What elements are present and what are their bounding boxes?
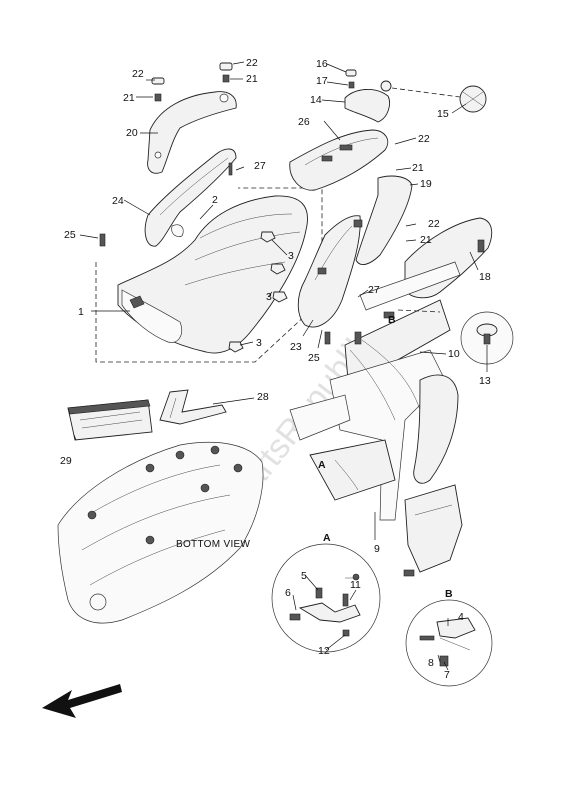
hardware-top-left bbox=[99, 62, 233, 247]
callout-8: 8 bbox=[428, 657, 434, 669]
callout-12: 12 bbox=[318, 645, 330, 657]
cap-part bbox=[380, 80, 487, 113]
carrier-part bbox=[289, 129, 389, 191]
callout-21-c: 21 bbox=[412, 162, 424, 174]
detail-b-label: B bbox=[445, 588, 453, 600]
callout-22-a: 22 bbox=[132, 68, 144, 80]
callout-17: 17 bbox=[316, 75, 328, 87]
seat-clips bbox=[228, 231, 288, 353]
callout-22-d: 22 bbox=[428, 218, 440, 230]
callout-21-d: 21 bbox=[420, 234, 432, 246]
front-direction-arrow-icon bbox=[42, 684, 122, 718]
callout-19: 19 bbox=[420, 178, 432, 190]
callout-28: 28 bbox=[257, 391, 269, 403]
callout-6: 6 bbox=[285, 587, 291, 599]
leader-lines bbox=[73, 61, 488, 671]
callout-26: 26 bbox=[298, 116, 310, 128]
grab-bar-lower-part bbox=[144, 148, 237, 247]
callout-9: 9 bbox=[374, 543, 380, 555]
callout-3-b: 3 bbox=[266, 291, 272, 303]
callout-21-b: 21 bbox=[246, 73, 258, 85]
callout-21-a: 21 bbox=[123, 92, 135, 104]
callout-2: 2 bbox=[212, 194, 218, 206]
top-cover-part bbox=[344, 69, 390, 123]
callout-1: 1 bbox=[78, 306, 84, 318]
toolkit-part bbox=[67, 399, 153, 441]
callout-27-a: 27 bbox=[254, 160, 266, 172]
callout-25-a: 25 bbox=[64, 229, 76, 241]
callout-11: 11 bbox=[350, 579, 361, 591]
callout-5: 5 bbox=[301, 570, 307, 582]
frame-marker-a: A bbox=[318, 459, 326, 471]
callout-10: 10 bbox=[448, 348, 460, 360]
callout-14: 14 bbox=[310, 94, 322, 106]
callout-22-c: 22 bbox=[418, 133, 430, 145]
callout-29: 29 bbox=[60, 455, 72, 467]
frame-marker-b: B bbox=[388, 314, 396, 326]
rear-frame-part bbox=[289, 217, 493, 521]
side-cover-upper-part bbox=[355, 175, 413, 266]
callout-15: 15 bbox=[437, 108, 449, 120]
callout-25-b: 25 bbox=[308, 352, 320, 364]
callout-7: 7 bbox=[444, 669, 450, 681]
callout-13: 13 bbox=[479, 375, 491, 387]
callout-22-b: 22 bbox=[246, 57, 258, 69]
callout-23: 23 bbox=[290, 341, 302, 353]
seat-part bbox=[117, 195, 308, 354]
right-side-bracket-part bbox=[403, 484, 463, 577]
callout-20: 20 bbox=[126, 127, 138, 139]
callout-16: 16 bbox=[316, 58, 328, 70]
grab-bar-upper-part bbox=[147, 91, 237, 174]
detail-a-label: A bbox=[323, 532, 331, 544]
side-cover-lower-part bbox=[297, 215, 363, 328]
detail-a-circle bbox=[271, 543, 381, 653]
bottom-view-label: BOTTOM VIEW bbox=[176, 539, 250, 550]
callout-labels: 22 21 20 22 21 27 2 24 25 1 3 3 3 16 17 … bbox=[60, 57, 491, 681]
seat-lock-bracket-part bbox=[159, 389, 227, 425]
callout-3-c: 3 bbox=[256, 337, 262, 349]
callout-4: 4 bbox=[458, 611, 464, 623]
callout-3-a: 3 bbox=[288, 250, 294, 262]
callout-24: 24 bbox=[112, 195, 124, 207]
callout-27-b: 27 bbox=[368, 284, 380, 296]
callout-18: 18 bbox=[479, 271, 491, 283]
detail-b-circle bbox=[405, 599, 493, 687]
rear-fender-part bbox=[57, 442, 264, 624]
